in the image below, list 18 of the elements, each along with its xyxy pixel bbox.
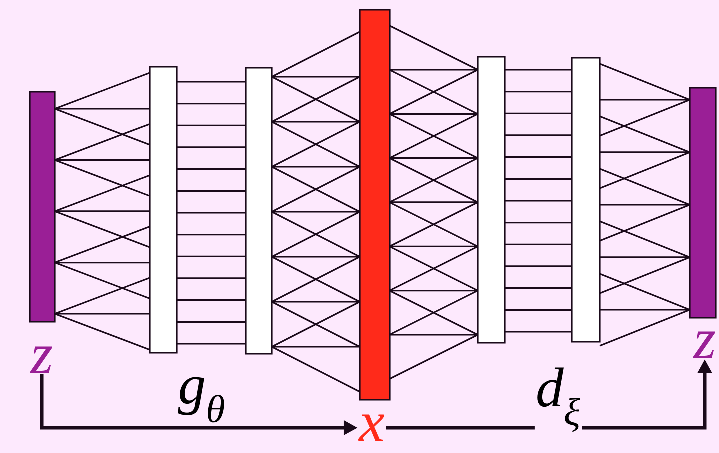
layer-bar <box>571 57 601 343</box>
connection-lines <box>389 25 479 380</box>
connection-lines <box>176 81 247 345</box>
layer-bar <box>245 67 273 355</box>
connection-lines <box>271 31 361 393</box>
connection-lines <box>599 63 691 347</box>
variable-label: x <box>358 414 384 442</box>
layer-bar <box>689 87 717 319</box>
connection-lines <box>504 69 573 333</box>
layer-bar <box>477 56 506 344</box>
edge-label: g$_{θ}$ <box>178 377 224 423</box>
layer-bar <box>29 91 56 323</box>
layer-bar <box>359 9 391 401</box>
variable-label: z <box>30 346 52 374</box>
edge-label: d$_{ξ}$ <box>538 368 581 432</box>
layer-bar <box>149 66 178 354</box>
connection-lines <box>54 72 151 351</box>
variable-label: z <box>693 332 716 358</box>
